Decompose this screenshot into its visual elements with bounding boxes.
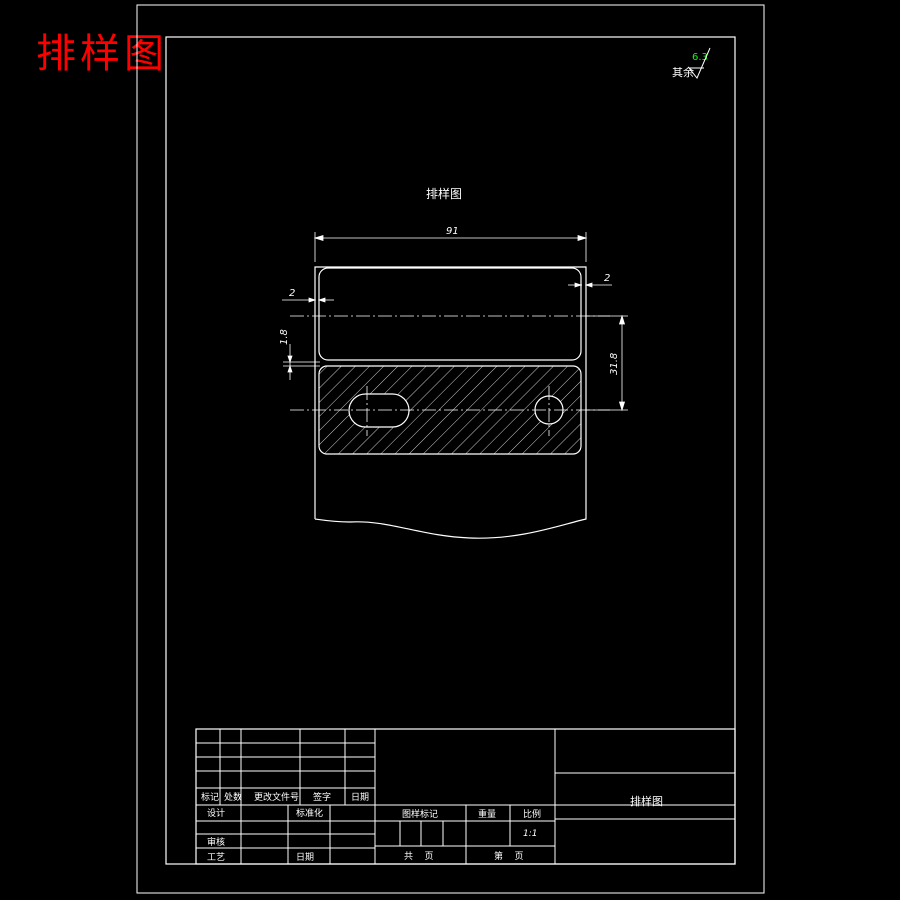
scale-value: 1:1	[523, 829, 537, 839]
label-scale: 比例	[523, 808, 541, 820]
corner-title: 排样图	[36, 31, 168, 77]
dim-width	[313, 232, 588, 262]
roughness-label: 其余	[672, 65, 694, 79]
slot-hole	[348, 393, 410, 428]
dim-margin-left	[282, 297, 334, 303]
dim-pitch-text: 31.8	[609, 353, 620, 375]
dim-margin-right	[568, 282, 612, 288]
title-block	[195, 728, 736, 865]
roughness-value: 6.3	[692, 52, 708, 63]
label-standardize: 标准化	[296, 807, 323, 819]
rev-header-sign: 签字	[313, 791, 331, 803]
strip-outline	[314, 266, 587, 539]
rev-header-date: 日期	[351, 792, 369, 803]
label-review: 审核	[207, 836, 225, 848]
label-process: 工艺	[207, 852, 225, 863]
dim-margin-left-text: 2	[289, 288, 295, 299]
label-sheet-no: 第 页	[494, 850, 523, 862]
outer-border	[136, 4, 765, 894]
roughness-symbol: 6.3 其余	[672, 47, 711, 79]
dim-width-text: 91	[446, 226, 459, 237]
dim-margin-right-text: 2	[604, 273, 610, 284]
label-drawing-mark: 图样标记	[402, 808, 438, 820]
drawing-title: 排样图	[426, 186, 462, 201]
label-total-sheets: 共 页	[404, 851, 433, 862]
dim-gap	[283, 344, 320, 380]
part-upper	[318, 267, 582, 361]
rev-header-mark: 标记	[201, 791, 219, 803]
dim-gap-text: 1.8	[279, 329, 290, 345]
rev-header-count: 处数	[224, 791, 242, 803]
title-block-text: 标记 处数 更改文件号 签字 日期 设计 标准化 审核 工艺 日期 图样标记 重…	[201, 791, 663, 863]
dim-pitch	[585, 314, 628, 412]
roughness-check-icon	[688, 47, 711, 79]
rev-header-file: 更改文件号	[254, 791, 299, 803]
label-date: 日期	[296, 852, 314, 863]
label-design: 设计	[207, 807, 225, 819]
label-weight: 重量	[478, 808, 496, 820]
center-lines	[290, 315, 610, 436]
drawing-name: 排样图	[630, 794, 663, 808]
